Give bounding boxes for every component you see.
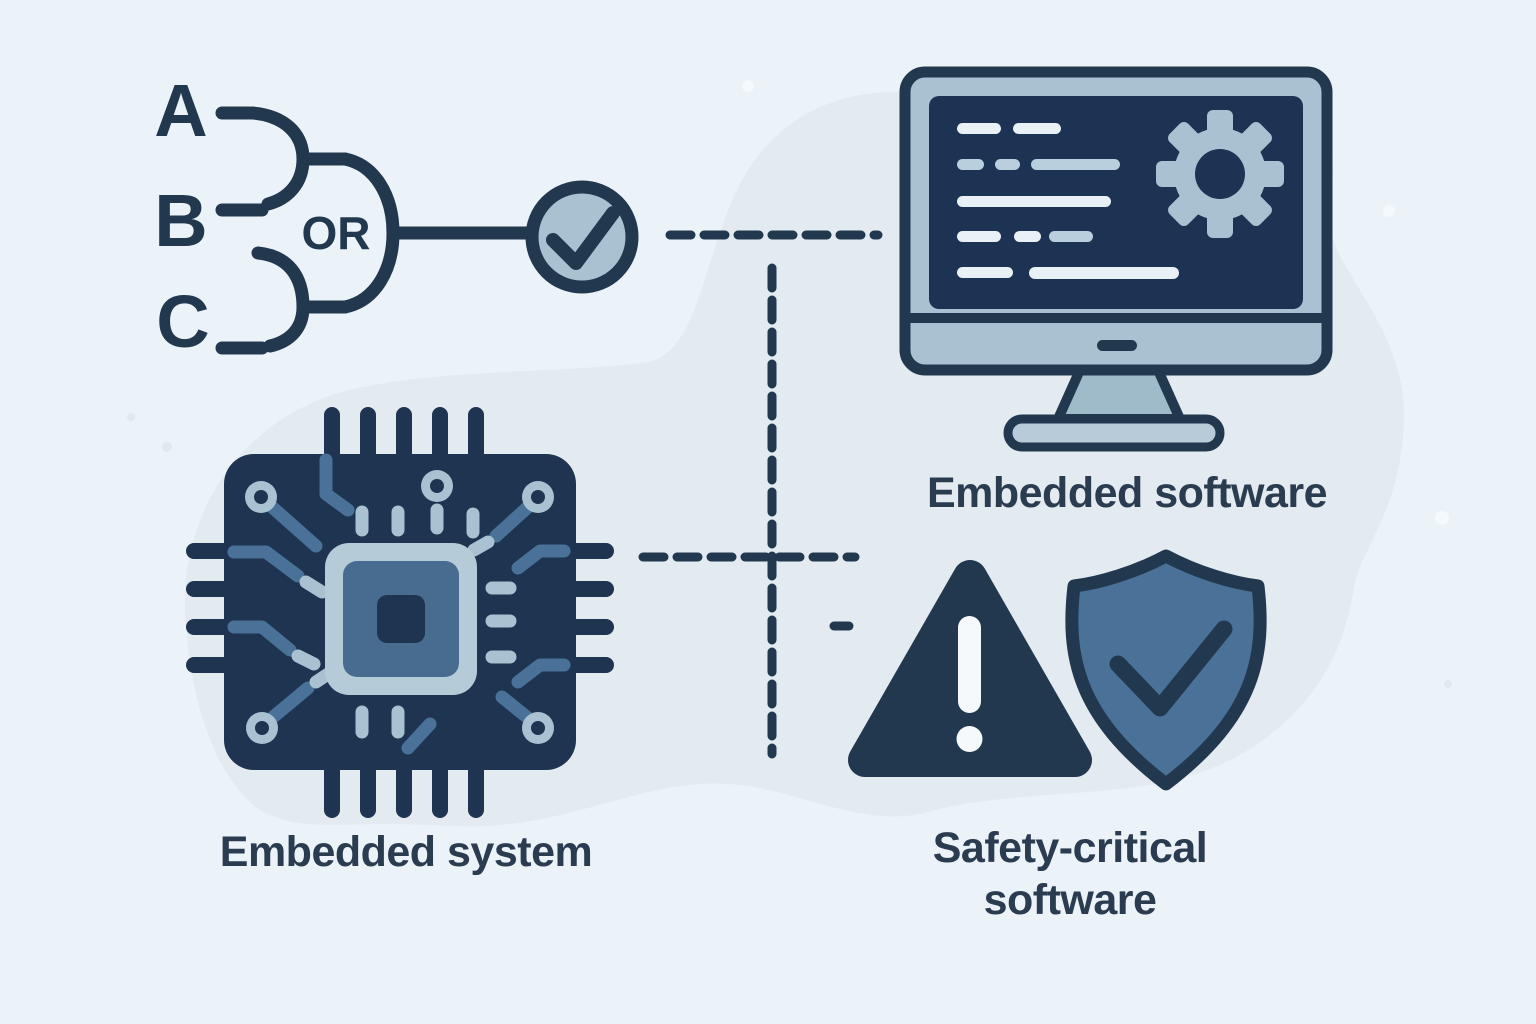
chip-traces (227, 453, 571, 755)
shield-check-icon (1065, 549, 1267, 791)
chip-pads (245, 470, 554, 744)
monitor-chin-slot (1097, 340, 1137, 351)
or-gate-icon: A B C OR (154, 69, 537, 363)
gate-upper-hook (215, 106, 310, 211)
safety-critical-line2: software (983, 876, 1157, 924)
monitor-stand (1053, 365, 1185, 424)
safety-critical-label: Safety-critical software (820, 822, 1320, 926)
chip-icon (186, 407, 614, 818)
safety-critical-line1: Safety-critical (932, 824, 1208, 872)
gate-input-c-label: C (156, 280, 209, 363)
monitor-icon (899, 66, 1333, 452)
gate-input-a-label: A (154, 69, 207, 152)
embedded-software-label: Embedded software (926, 469, 1328, 517)
warning-triangle-icon (848, 560, 1092, 777)
gate-lower-hook (251, 246, 310, 353)
monitor-base (1003, 414, 1225, 452)
gate-or-label: OR (302, 207, 371, 259)
dashed-connector-lines (638, 230, 883, 759)
chip-core-center (377, 595, 425, 643)
code-lines-icon (957, 123, 1179, 279)
gate-input-b-label: B (154, 179, 207, 262)
check-circle-icon (525, 180, 639, 294)
gear-icon (1156, 110, 1284, 238)
chip-pins (186, 407, 614, 818)
monitor-bezel-line (910, 313, 1322, 323)
background-specks (127, 80, 1452, 688)
embedded-system-label: Embedded system (219, 828, 593, 876)
